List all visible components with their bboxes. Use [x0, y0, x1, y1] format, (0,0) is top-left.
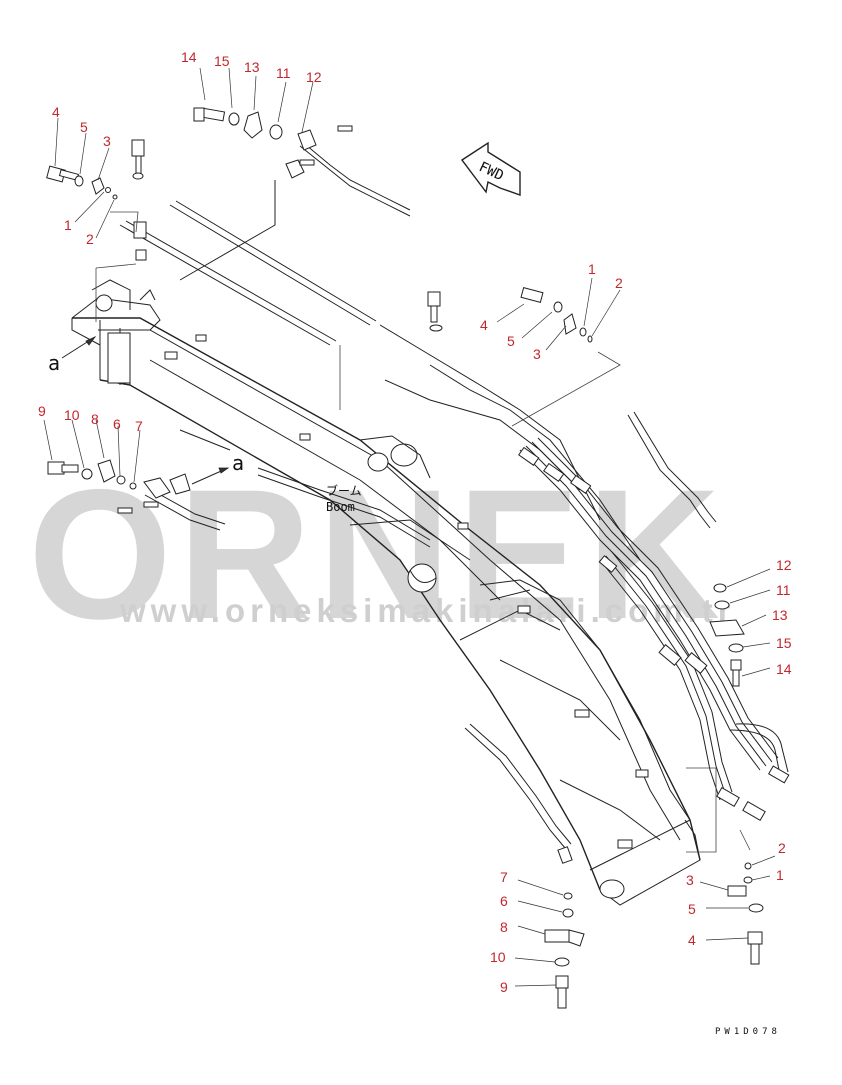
view-mark-a-mid: a	[232, 451, 244, 475]
callout-9: 9	[500, 979, 508, 995]
fwd-arrow: FWD	[460, 141, 521, 196]
callout-6: 6	[113, 416, 121, 432]
washer-icon	[228, 112, 240, 126]
callout-1: 1	[776, 867, 784, 883]
callout-8: 8	[500, 919, 508, 935]
callout-12: 12	[776, 557, 792, 573]
boom-body	[71, 279, 701, 906]
bolt-icon	[131, 139, 145, 157]
clamp-icon	[243, 111, 263, 139]
drawing-code: PW1D078	[715, 1027, 781, 1037]
fwd-label: FWD	[476, 159, 506, 184]
hydraulic-lines	[119, 139, 790, 849]
callout-14: 14	[776, 661, 792, 677]
callout-15: 15	[214, 53, 230, 69]
view-marks: a a ブーム Boom	[48, 336, 362, 514]
callout-7: 7	[500, 869, 508, 885]
callout-4: 4	[688, 932, 696, 948]
callout-10: 10	[64, 407, 80, 423]
watermark: ORNEK www.orneksimakinalari.com.tr	[28, 452, 736, 658]
callout-3: 3	[103, 133, 111, 149]
callout-11: 11	[276, 65, 291, 81]
callout-12: 12	[306, 69, 322, 85]
callout-4: 4	[480, 317, 488, 333]
callout-5: 5	[80, 119, 88, 135]
callout-2: 2	[778, 840, 786, 856]
callout-7: 7	[135, 418, 143, 434]
callout-5: 5	[507, 333, 515, 349]
callout-13: 13	[244, 59, 260, 75]
callout-1: 1	[588, 261, 596, 277]
callout-14: 14	[181, 49, 197, 65]
callout-1: 1	[64, 217, 72, 233]
callout-10: 10	[490, 949, 506, 965]
callout-15: 15	[776, 635, 792, 651]
callout-13: 13	[772, 607, 788, 623]
callout-9: 9	[38, 403, 46, 419]
bolt-icon	[193, 107, 226, 122]
callout-2: 2	[615, 275, 623, 291]
clamp-icon	[297, 129, 317, 151]
boom-label-jp: ブーム	[326, 483, 362, 498]
callout-11: 11	[776, 582, 791, 598]
spacer-icon	[269, 124, 283, 140]
callout-3: 3	[533, 346, 541, 362]
fastener-parts	[46, 107, 764, 1009]
callout-8: 8	[91, 411, 99, 427]
callout-numbers: 14 15 13 11 12 4 5 3 1 2 1 2 4 5 3 9 10 …	[38, 49, 792, 995]
callout-5: 5	[688, 901, 696, 917]
watermark-brand: ORNEK	[28, 452, 726, 658]
view-mark-a-left: a	[48, 351, 60, 375]
callout-4: 4	[52, 104, 60, 120]
callout-2: 2	[86, 231, 94, 247]
callout-3: 3	[686, 872, 694, 888]
boom-label-en: Boom	[326, 500, 355, 514]
watermark-url: www.orneksimakinalari.com.tr	[119, 592, 736, 629]
callout-6: 6	[500, 893, 508, 909]
leader-lines	[43, 67, 776, 987]
